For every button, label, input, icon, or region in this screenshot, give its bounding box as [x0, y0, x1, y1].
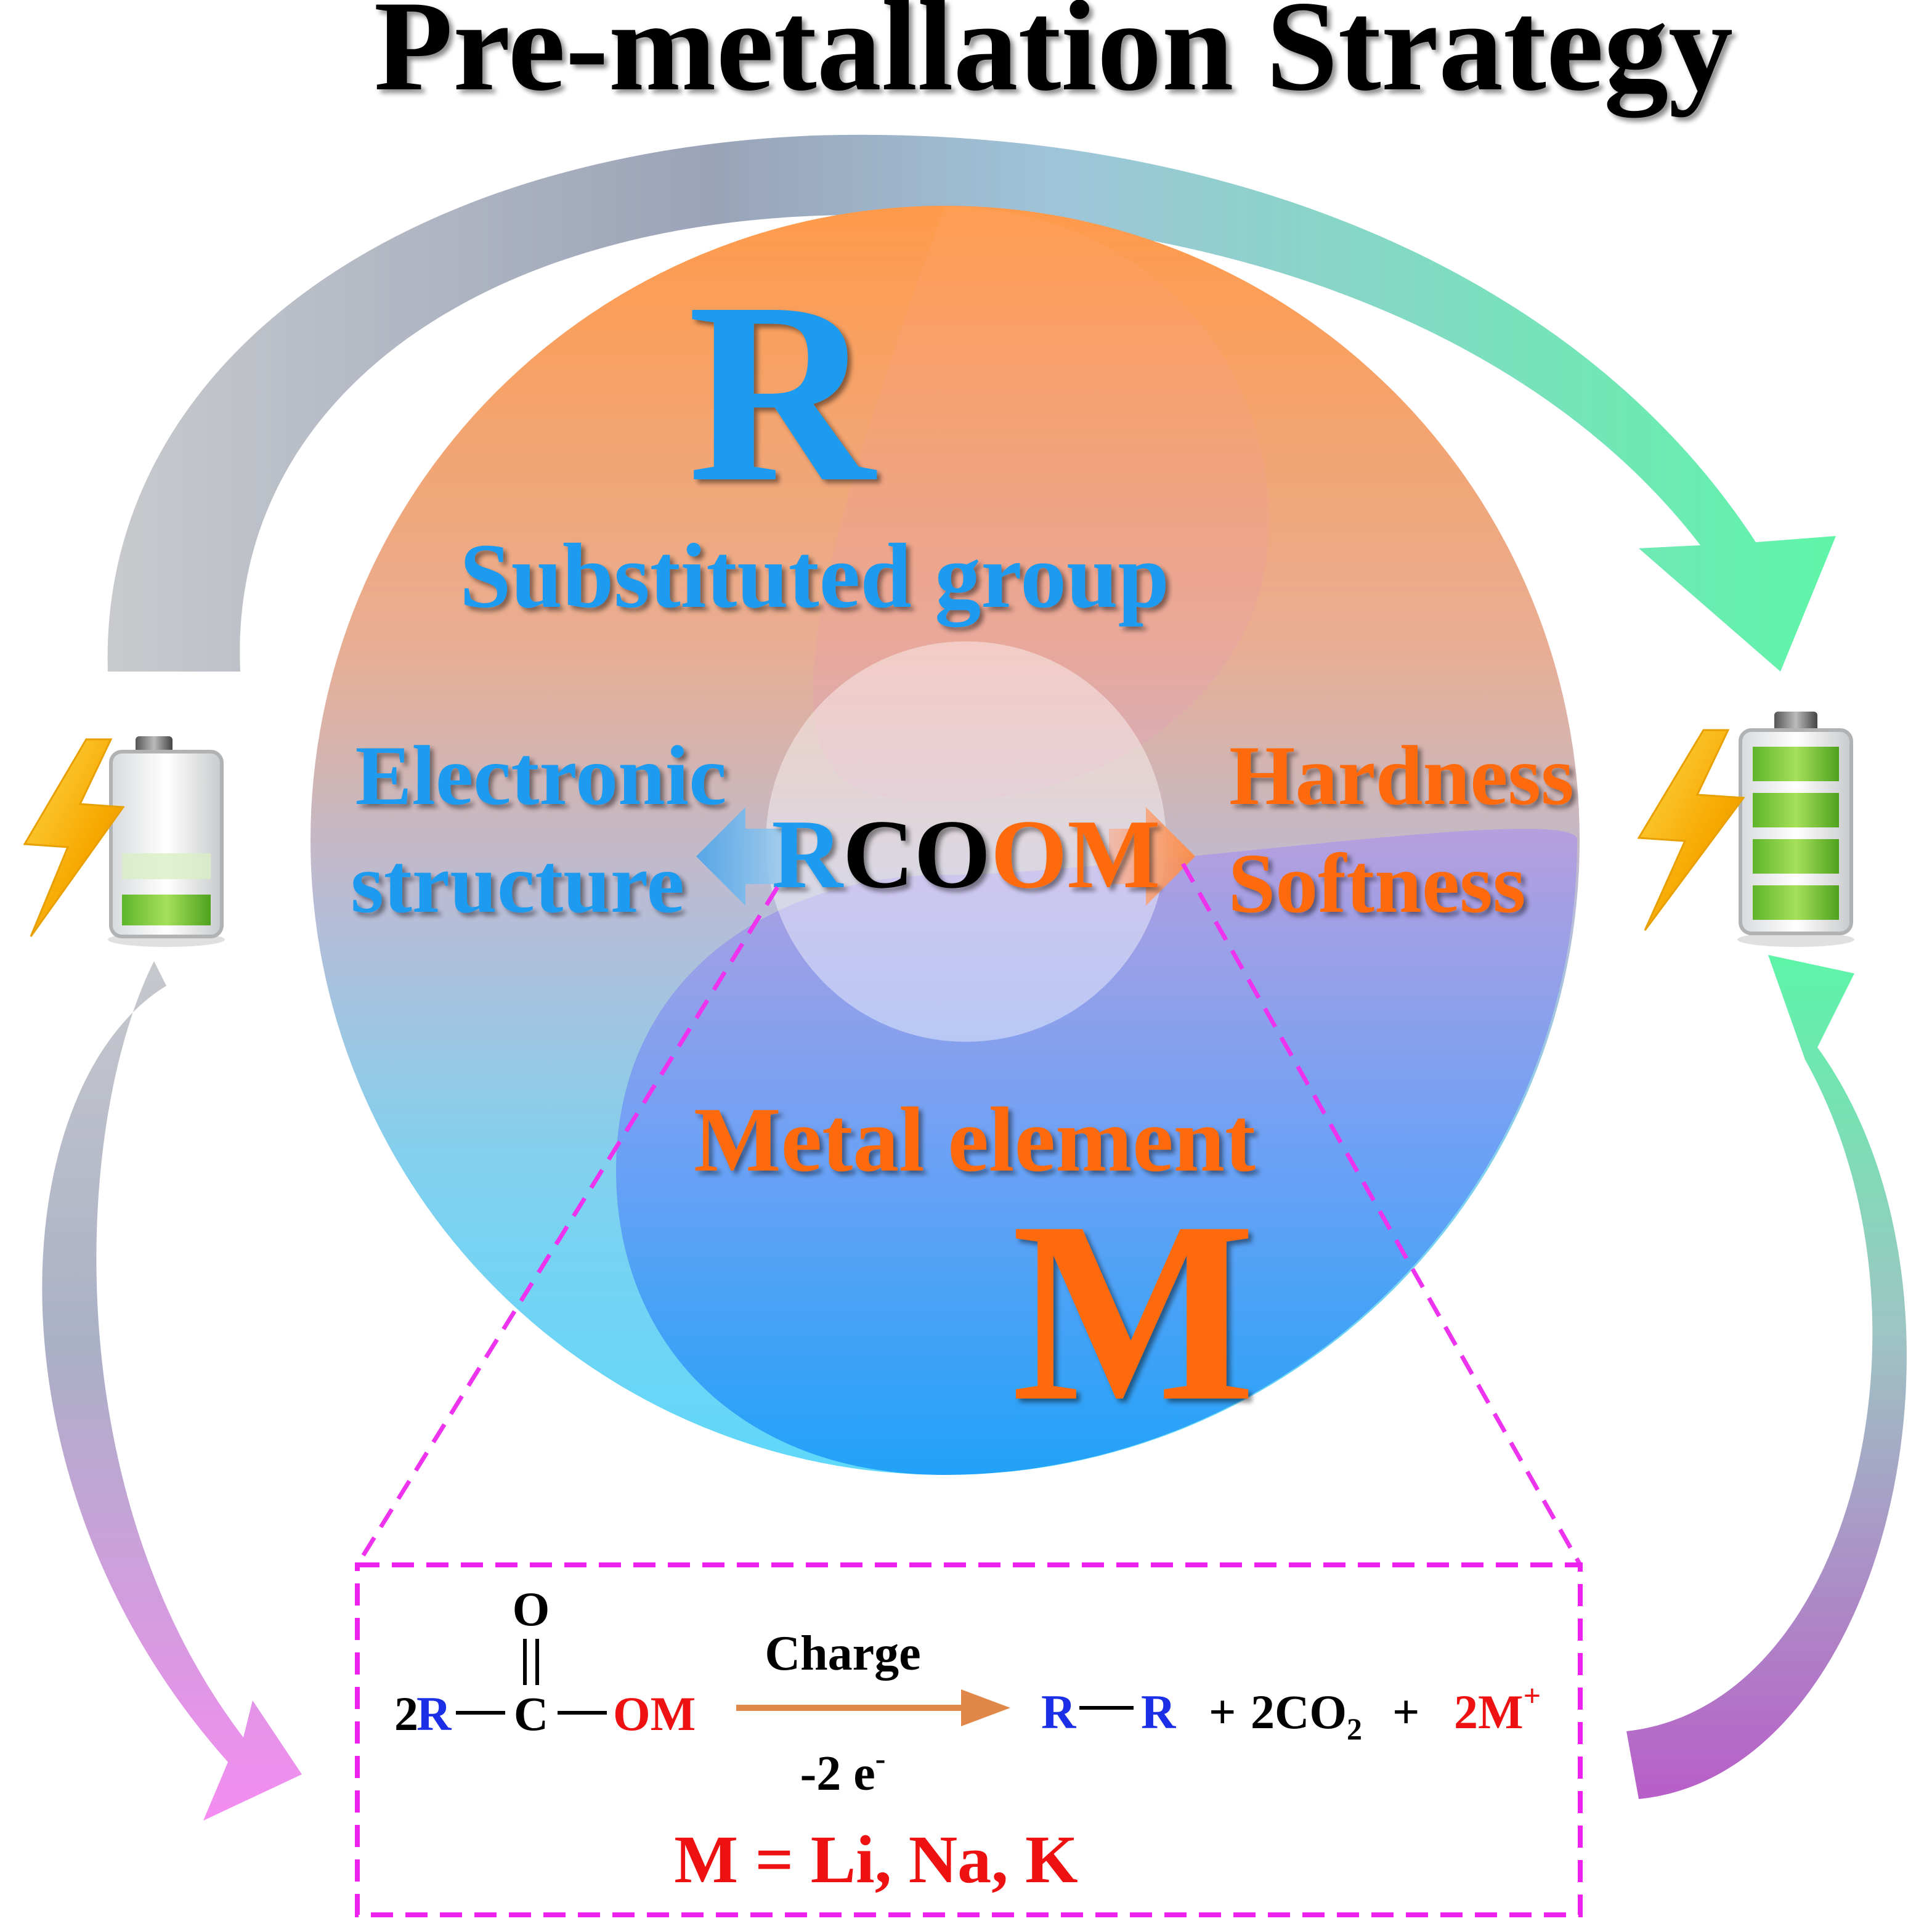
arrow-label-electrons: -2 e-: [800, 1741, 886, 1801]
carbonyl-o: O: [513, 1582, 550, 1636]
plus-1: +: [1209, 1685, 1236, 1739]
softness-label: Softness: [1228, 836, 1525, 930]
reaction-equation: O 2 R C OM Charge -2 e- R R + 2CO2 + 2M+…: [394, 1582, 1541, 1897]
bottom-teardrop: [616, 829, 1578, 1475]
r-letter: R: [688, 249, 877, 535]
right-up-arrow: [1626, 955, 1907, 1799]
rcoom-formula: RCOOM: [771, 799, 1160, 909]
rcoom-r: R: [771, 799, 843, 909]
carbon-c: C: [514, 1687, 548, 1740]
rcoom-co: CO: [843, 799, 991, 909]
reactant-om: OM: [613, 1687, 696, 1740]
center-left-arrow: [696, 807, 795, 906]
battery-full-icon: [1737, 712, 1854, 947]
zoom-guide-lines: [355, 863, 1583, 1566]
m-letter: M: [1012, 1168, 1256, 1455]
product-r1: R: [1041, 1685, 1077, 1739]
left-down-arrow: [42, 961, 302, 1821]
metal-list: M = Li, Na, K: [674, 1822, 1078, 1897]
top-teardrop: [813, 206, 1269, 801]
substituted-group-label: Substituted group: [460, 525, 1169, 627]
rcoom-om: OM: [991, 799, 1160, 909]
metal-element-label: Metal element: [694, 1089, 1256, 1191]
page-title: Pre-metallation Strategy: [374, 0, 1733, 118]
structure-label: structure: [351, 836, 684, 930]
center-circle: [766, 641, 1166, 1042]
hardness-label: Hardness: [1229, 728, 1574, 822]
reaction-box: [355, 1562, 1583, 1917]
plus-2: +: [1392, 1685, 1419, 1739]
metal-ion-product: 2M+: [1454, 1678, 1541, 1739]
lightning-bolt-icon: [23, 738, 125, 937]
co2-product: 2CO2: [1251, 1685, 1362, 1746]
coef-2: 2: [394, 1687, 418, 1740]
battery-low-icon: [108, 736, 225, 947]
reactant-r: R: [416, 1687, 452, 1740]
arrow-label-charge: Charge: [765, 1627, 920, 1681]
top-arc-arrow: [107, 134, 1836, 672]
product-r2: R: [1141, 1685, 1177, 1739]
lightning-bolt-icon-right: [1637, 729, 1745, 931]
electronic-label: Electronic: [355, 728, 727, 822]
center-right-arrow: [1109, 807, 1195, 906]
